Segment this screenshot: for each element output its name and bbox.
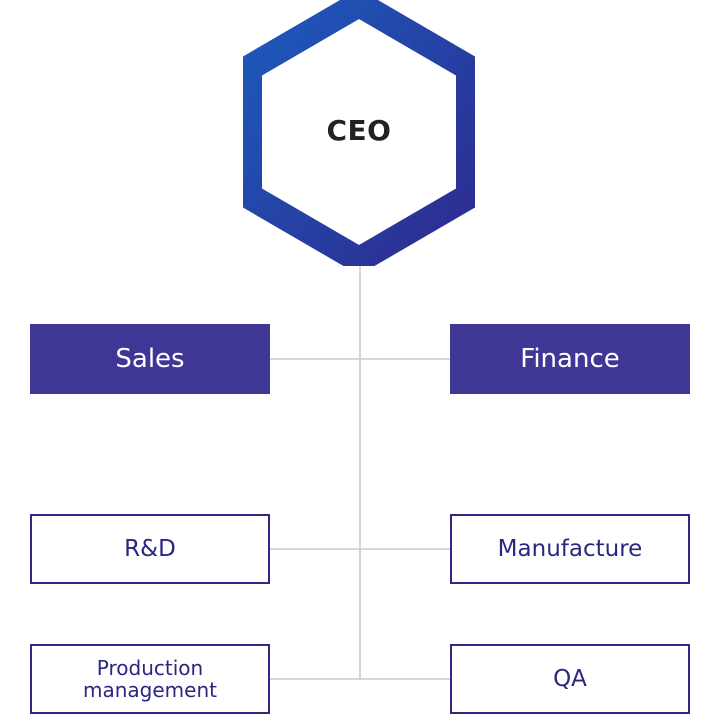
ceo-node: CEO xyxy=(243,0,475,266)
dept-label-qa: QA xyxy=(553,666,587,692)
dept-label-manufacture: Manufacture xyxy=(497,536,643,562)
dept-label-production-management: Production management xyxy=(83,657,217,701)
ceo-label: CEO xyxy=(326,114,392,147)
dept-box-sales: Sales xyxy=(30,324,270,394)
dept-label-sales: Sales xyxy=(115,344,185,374)
dept-label-rnd: R&D xyxy=(124,536,176,562)
dept-label-production-line1: Production xyxy=(96,656,204,680)
hexagon-shape xyxy=(243,0,475,266)
dept-box-rnd: R&D xyxy=(30,514,270,584)
dept-label-finance: Finance xyxy=(520,344,620,374)
dept-label-production-line2: management xyxy=(83,678,217,702)
dept-box-finance: Finance xyxy=(450,324,690,394)
dept-box-qa: QA xyxy=(450,644,690,714)
dept-box-manufacture: Manufacture xyxy=(450,514,690,584)
dept-box-production-management: Production management xyxy=(30,644,270,714)
